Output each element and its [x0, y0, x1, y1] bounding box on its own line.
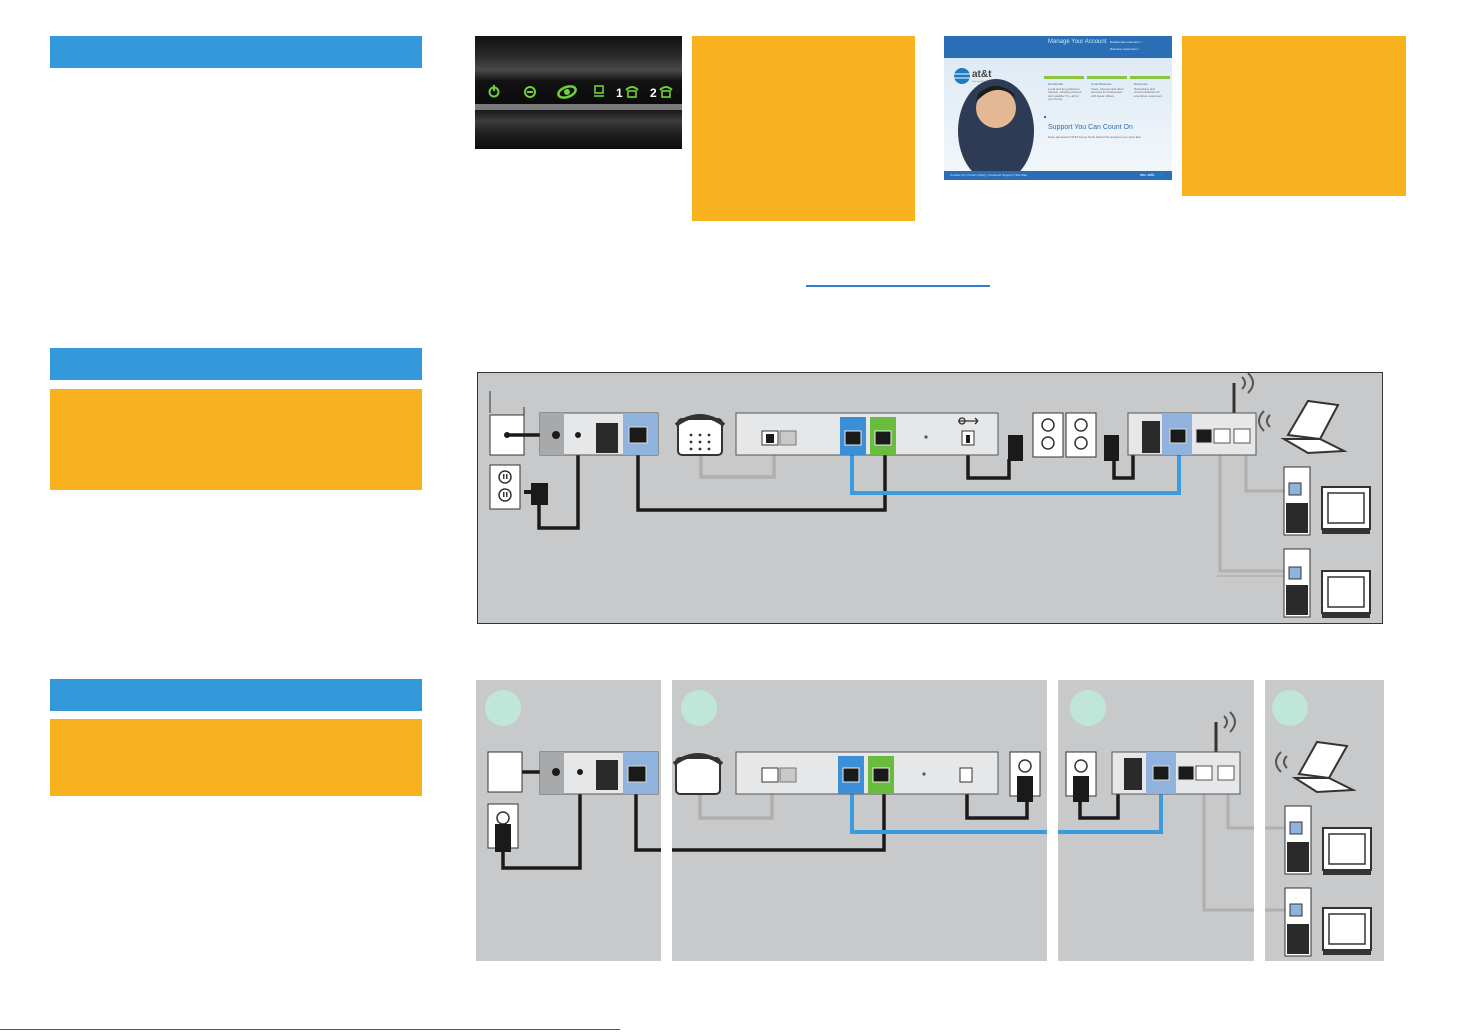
thumb-header-band: [944, 36, 1172, 58]
dsl-modem-device: [735, 412, 999, 456]
step-panel-3: [1058, 680, 1254, 961]
phone-line-2-icon: [659, 86, 673, 98]
thumb-footer-logos: sbc at&t: [1140, 172, 1155, 177]
thumb-col-3-body: Networking and communications for enterp…: [1134, 87, 1163, 98]
step-badge-4: [1272, 690, 1308, 726]
desktop-computer-2: [1284, 887, 1372, 957]
callout-box-led: [692, 36, 915, 221]
power-outlet-icon: [1065, 751, 1097, 802]
step-badge-2: [681, 690, 717, 726]
phone-wall-jack: [489, 391, 542, 456]
cable-blue: [850, 435, 1181, 495]
step-panel-4-art: [1265, 690, 1372, 957]
internet-icon: [557, 85, 577, 99]
desktop-computer-1: [1284, 805, 1372, 875]
step-badge-1: [485, 690, 521, 726]
desktop-computer-1: [1283, 466, 1371, 536]
led-indicators: 1 2: [475, 85, 682, 110]
cable-black-dsl: [537, 435, 1135, 530]
step-panel-2-art: [672, 690, 1047, 852]
section-header-1: [50, 36, 422, 68]
step-panel-4: [1265, 680, 1384, 961]
laptop-icon: [1258, 399, 1348, 455]
thumb-brand-sub: Your world. Delivered: [972, 81, 991, 83]
modem-led-panel: 1 2: [475, 36, 682, 149]
phone-wall-jack: [487, 751, 523, 793]
dsl-modem-device: [735, 751, 999, 795]
dsl-filter-device: [539, 412, 659, 456]
website-thumbnail: Manage Your Account Residential customer…: [944, 36, 1172, 180]
thumb-support-title: Support You Can Count On: [1048, 124, 1133, 131]
step-panel-1: [476, 680, 661, 961]
callout-box-3: [50, 719, 422, 796]
connection-diagram: [477, 372, 1383, 624]
dsl-icon: [524, 86, 536, 98]
cable-grey-pc2: [1218, 435, 1296, 573]
thumb-header-title: Manage Your Account: [1048, 39, 1107, 45]
step-panel-1-art: [485, 690, 661, 870]
callout-box-website: [1182, 36, 1406, 196]
power-outlet-double: [1032, 412, 1097, 458]
telephone-icon: [672, 753, 724, 795]
power-outlet-icon: [489, 464, 548, 510]
thumb-col-2-title: Small Business: [1091, 82, 1112, 86]
thumb-support-body: Have questions? AT&T Home Tools deliver …: [1048, 135, 1142, 139]
telephone-icon: [674, 414, 726, 456]
thumb-brand: at&t: [972, 69, 992, 80]
power-icon: [488, 85, 500, 98]
ethernet-icon: [594, 85, 604, 97]
thumb-col-2-body: Voice, Internet and other services for b…: [1091, 87, 1124, 98]
power-adapter-1: [1008, 435, 1023, 461]
section-header-2: [50, 348, 422, 380]
power-adapter-2: [1104, 435, 1119, 461]
thumb-link-business[interactable]: Business customers >: [1110, 47, 1140, 51]
step-badge-3: [1070, 690, 1106, 726]
thumb-col-3-title: Enterprise: [1134, 82, 1148, 86]
wireless-router-device: [1111, 711, 1241, 795]
phone-line-2-label: 2: [650, 86, 657, 100]
step-panel-2: [672, 680, 1047, 961]
bottom-rule: [0, 1029, 620, 1030]
desktop-computer-2: [1283, 548, 1371, 618]
laptop-icon: [1275, 740, 1357, 794]
callout-box-2: [50, 389, 422, 490]
section-header-3: [50, 679, 422, 711]
thumb-col-1-body: Local and long distance, Internet, wirel…: [1048, 87, 1082, 102]
step-panel-3-art: [1058, 690, 1254, 912]
connection-diagram-art: [489, 373, 1371, 618]
phone-line-1-label: 1: [616, 86, 623, 100]
phone-line-1-icon: [625, 86, 639, 98]
wireless-router-device: [1127, 373, 1257, 456]
thumb-link-residential[interactable]: Residential customers >: [1110, 40, 1143, 44]
thumb-col-1-title: Residential: [1048, 82, 1063, 86]
support-link[interactable]: [806, 285, 990, 287]
power-outlet-icon: [1009, 751, 1041, 802]
thumb-footer[interactable]: Contact Us | Privacy Policy | Customer S…: [950, 173, 1028, 177]
dsl-filter-device: [539, 751, 659, 795]
thumb-graphic: [944, 68, 1172, 180]
